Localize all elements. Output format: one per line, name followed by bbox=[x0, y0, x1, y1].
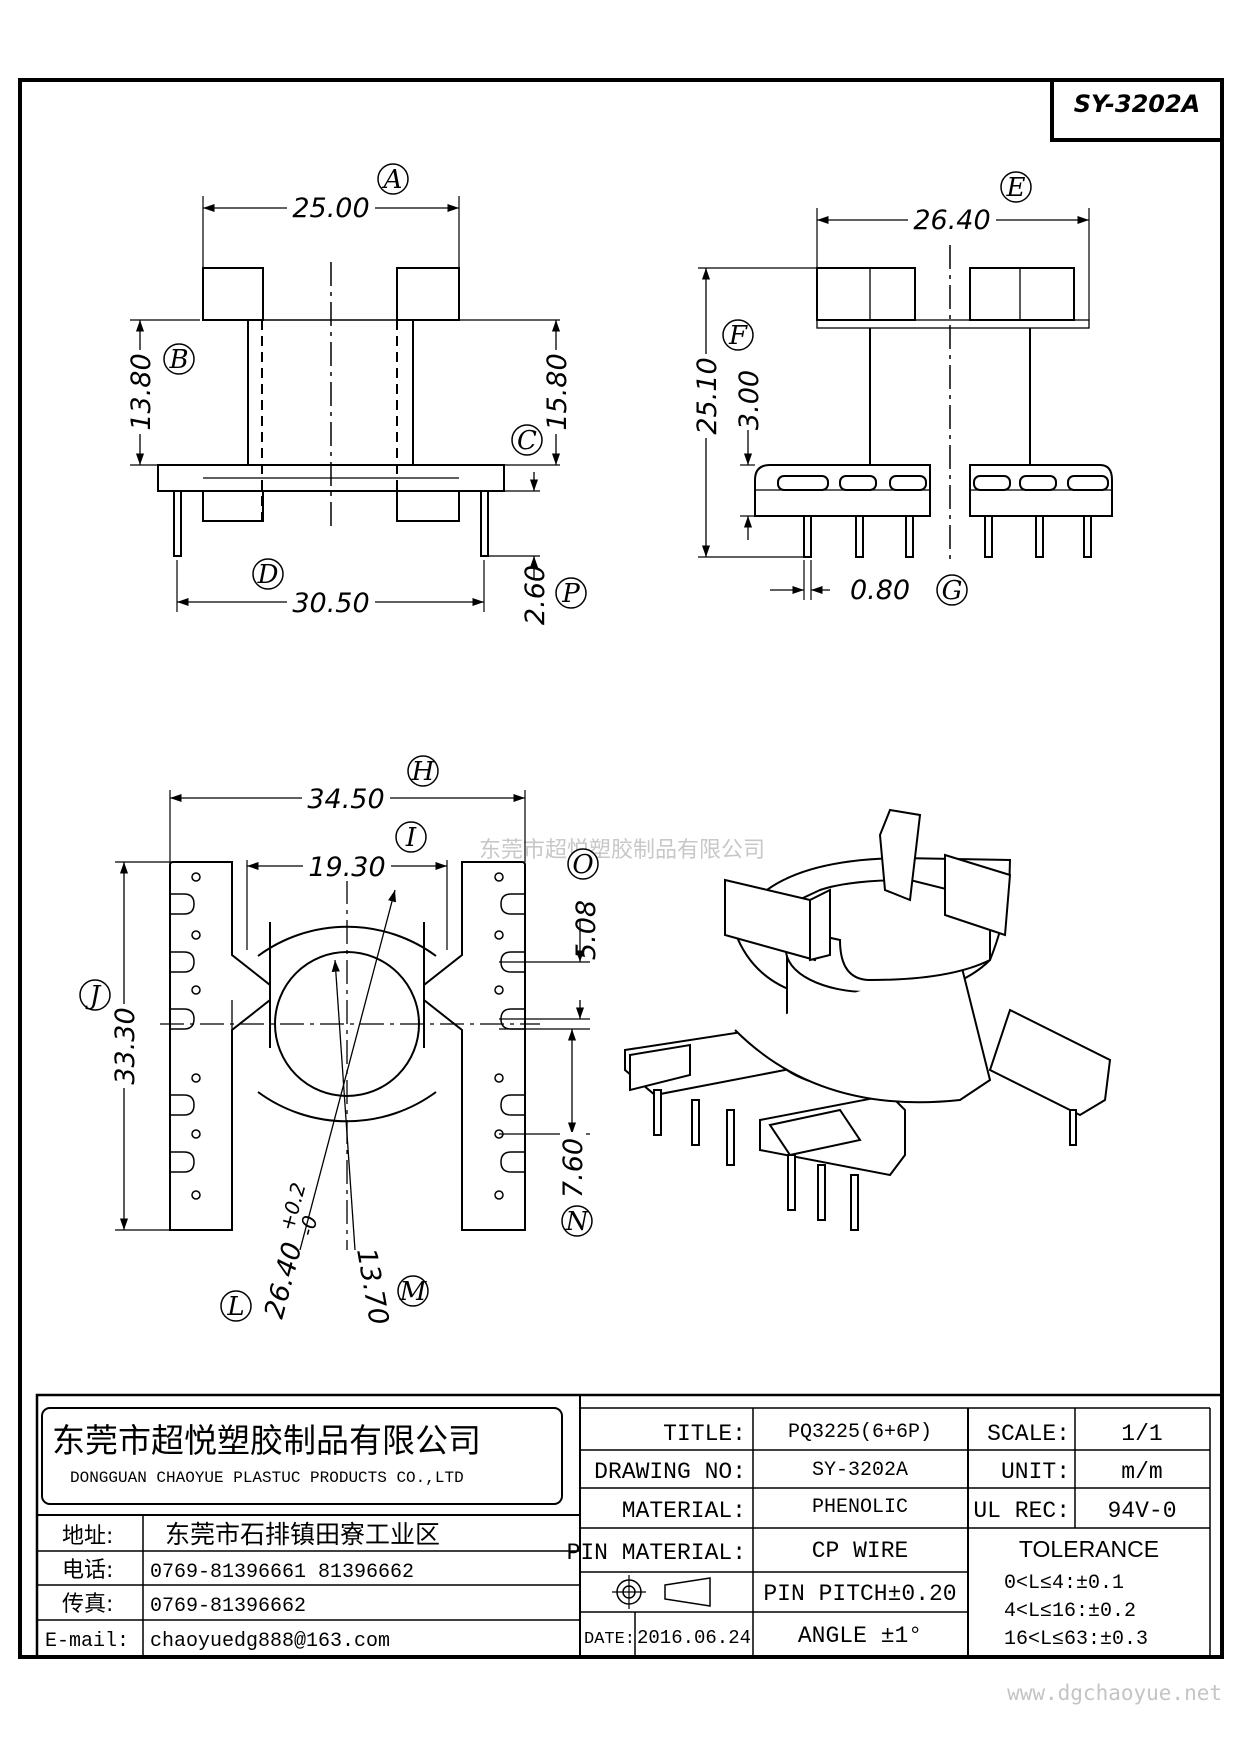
dim-i-value: 19.30 bbox=[308, 852, 385, 883]
dim-j-value: 33.30 bbox=[110, 1007, 141, 1084]
label-f: F bbox=[728, 321, 748, 351]
phone-value: 0769-81396661 81396662 bbox=[150, 1561, 414, 1584]
material-value: PHENOLIC bbox=[812, 1496, 908, 1519]
title-value: PQ3225(6+6P) bbox=[788, 1421, 932, 1444]
pin-pitch: PIN PITCH±0.20 bbox=[763, 1581, 956, 1607]
dim-h-value: 34.50 bbox=[307, 784, 384, 815]
tolerance-row: 16<L≤63:±0.3 bbox=[1004, 1628, 1148, 1651]
address-value: 东莞市石排镇田寮工业区 bbox=[165, 1520, 440, 1549]
angle: ANGLE ±1° bbox=[798, 1623, 922, 1649]
dim-l-tol-minus: -0 bbox=[294, 1213, 322, 1238]
drawing-no-value: SY-3202A bbox=[812, 1459, 908, 1482]
label-l-marker bbox=[220, 1290, 252, 1322]
label-f-marker bbox=[722, 319, 754, 351]
front-view-labels: 25.00 A 13.80 B 15.80 C 30.50 D 2.60 P bbox=[126, 163, 587, 625]
dim-d-value: 30.50 bbox=[292, 588, 369, 619]
label-d-marker bbox=[252, 558, 284, 590]
tolerance-label: TOLERANCE bbox=[1019, 1536, 1159, 1562]
dim-f2-value: 3.00 bbox=[734, 370, 765, 430]
dim-e-value: 26.40 bbox=[913, 205, 990, 236]
address-label: 地址: bbox=[62, 1524, 113, 1549]
company-name-en: DONGGUAN CHAOYUE PLASTUC PRODUCTS CO.,LT… bbox=[70, 1469, 464, 1487]
label-e: E bbox=[1006, 173, 1026, 203]
part-number-box: SY-3202A bbox=[1050, 78, 1224, 142]
label-h-marker bbox=[407, 755, 439, 787]
label-i: I bbox=[405, 823, 417, 853]
label-n: N bbox=[565, 1207, 590, 1237]
dim-c-value: 15.80 bbox=[542, 353, 573, 430]
watermark: 东莞市超悦塑胶制品有限公司 bbox=[479, 838, 765, 863]
phone-label: 电话: bbox=[62, 1558, 113, 1583]
label-c: C bbox=[517, 426, 537, 456]
label-a: A bbox=[382, 165, 403, 195]
drawing-no-label: DRAWING NO: bbox=[594, 1459, 746, 1485]
email-label: E-mail: bbox=[45, 1630, 129, 1653]
dim-f-value: 25.10 bbox=[692, 357, 723, 434]
dim-m-value: 13.70 bbox=[350, 1246, 394, 1328]
unit-label: UNIT: bbox=[1001, 1459, 1070, 1485]
isometric-view bbox=[624, 808, 1112, 1231]
side-view-labels: 26.40 E 25.10 F 3.00 0.80 G bbox=[692, 171, 1032, 606]
label-o: O bbox=[572, 850, 593, 880]
dim-l-value: 26.40 bbox=[259, 1239, 309, 1322]
dim-a-value: 25.00 bbox=[292, 193, 369, 224]
label-a-marker bbox=[377, 163, 409, 195]
title-block bbox=[35, 1393, 1224, 1659]
pin-material-value: CP WIRE bbox=[812, 1538, 909, 1564]
label-e-marker bbox=[1000, 171, 1032, 203]
title-block-text: 东莞市超悦塑胶制品有限公司 DONGGUAN CHAOYUE PLASTUC P… bbox=[45, 1421, 1177, 1653]
title-label: TITLE: bbox=[663, 1421, 746, 1447]
dim-o-value: 5.08 bbox=[571, 900, 602, 960]
scale-value: 1/1 bbox=[1121, 1421, 1162, 1447]
label-g: G bbox=[942, 576, 963, 606]
ul-value: 94V-0 bbox=[1107, 1498, 1176, 1524]
label-b: B bbox=[168, 345, 188, 375]
dim-b-value: 13.80 bbox=[126, 353, 157, 430]
label-p-marker bbox=[555, 577, 587, 609]
label-g-marker bbox=[936, 574, 968, 606]
dim-n-value: 7.60 bbox=[558, 1138, 589, 1198]
dim-g-value: 0.80 bbox=[850, 575, 910, 606]
label-l: L bbox=[226, 1292, 244, 1322]
unit-value: m/m bbox=[1121, 1459, 1162, 1485]
front-view bbox=[130, 196, 561, 612]
ul-label: UL REC: bbox=[973, 1498, 1070, 1524]
label-b-marker bbox=[163, 343, 195, 375]
fax-value: 0769-81396662 bbox=[150, 1595, 306, 1618]
pin-material-label: PIN MATERIAL: bbox=[567, 1540, 746, 1566]
tolerance-row: 0<L≤4:±0.1 bbox=[1004, 1572, 1124, 1595]
email-value: chaoyuedg888@163.com bbox=[150, 1630, 390, 1653]
scale-label: SCALE: bbox=[987, 1421, 1070, 1447]
material-label: MATERIAL: bbox=[622, 1498, 746, 1524]
label-h: H bbox=[411, 757, 436, 787]
label-j: J bbox=[85, 981, 102, 1011]
company-name-cn: 东莞市超悦塑胶制品有限公司 bbox=[52, 1421, 481, 1460]
label-m-marker bbox=[397, 1275, 429, 1307]
label-d: D bbox=[257, 560, 279, 590]
label-p: P bbox=[561, 579, 580, 609]
date-value: 2016.06.24 bbox=[637, 1627, 751, 1649]
dim-p-value: 2.60 bbox=[520, 565, 551, 625]
label-i-marker bbox=[395, 821, 427, 853]
part-number: SY-3202A bbox=[1074, 90, 1200, 118]
label-m: M bbox=[399, 1277, 428, 1307]
bottom-view-labels: 34.50 H 19.30 I 33.30 J O 5.08 7.60 N 26… bbox=[79, 755, 602, 1328]
label-c-marker bbox=[511, 424, 543, 456]
website-url: www.dgchaoyue.net bbox=[1007, 1681, 1222, 1705]
fax-label: 传真: bbox=[62, 1592, 113, 1617]
label-j-marker bbox=[79, 979, 111, 1011]
label-n-marker bbox=[561, 1205, 593, 1237]
tolerance-row: 4<L≤16:±0.2 bbox=[1004, 1600, 1136, 1623]
label-o-marker bbox=[567, 848, 599, 880]
date-label: DATE: bbox=[584, 1630, 635, 1649]
